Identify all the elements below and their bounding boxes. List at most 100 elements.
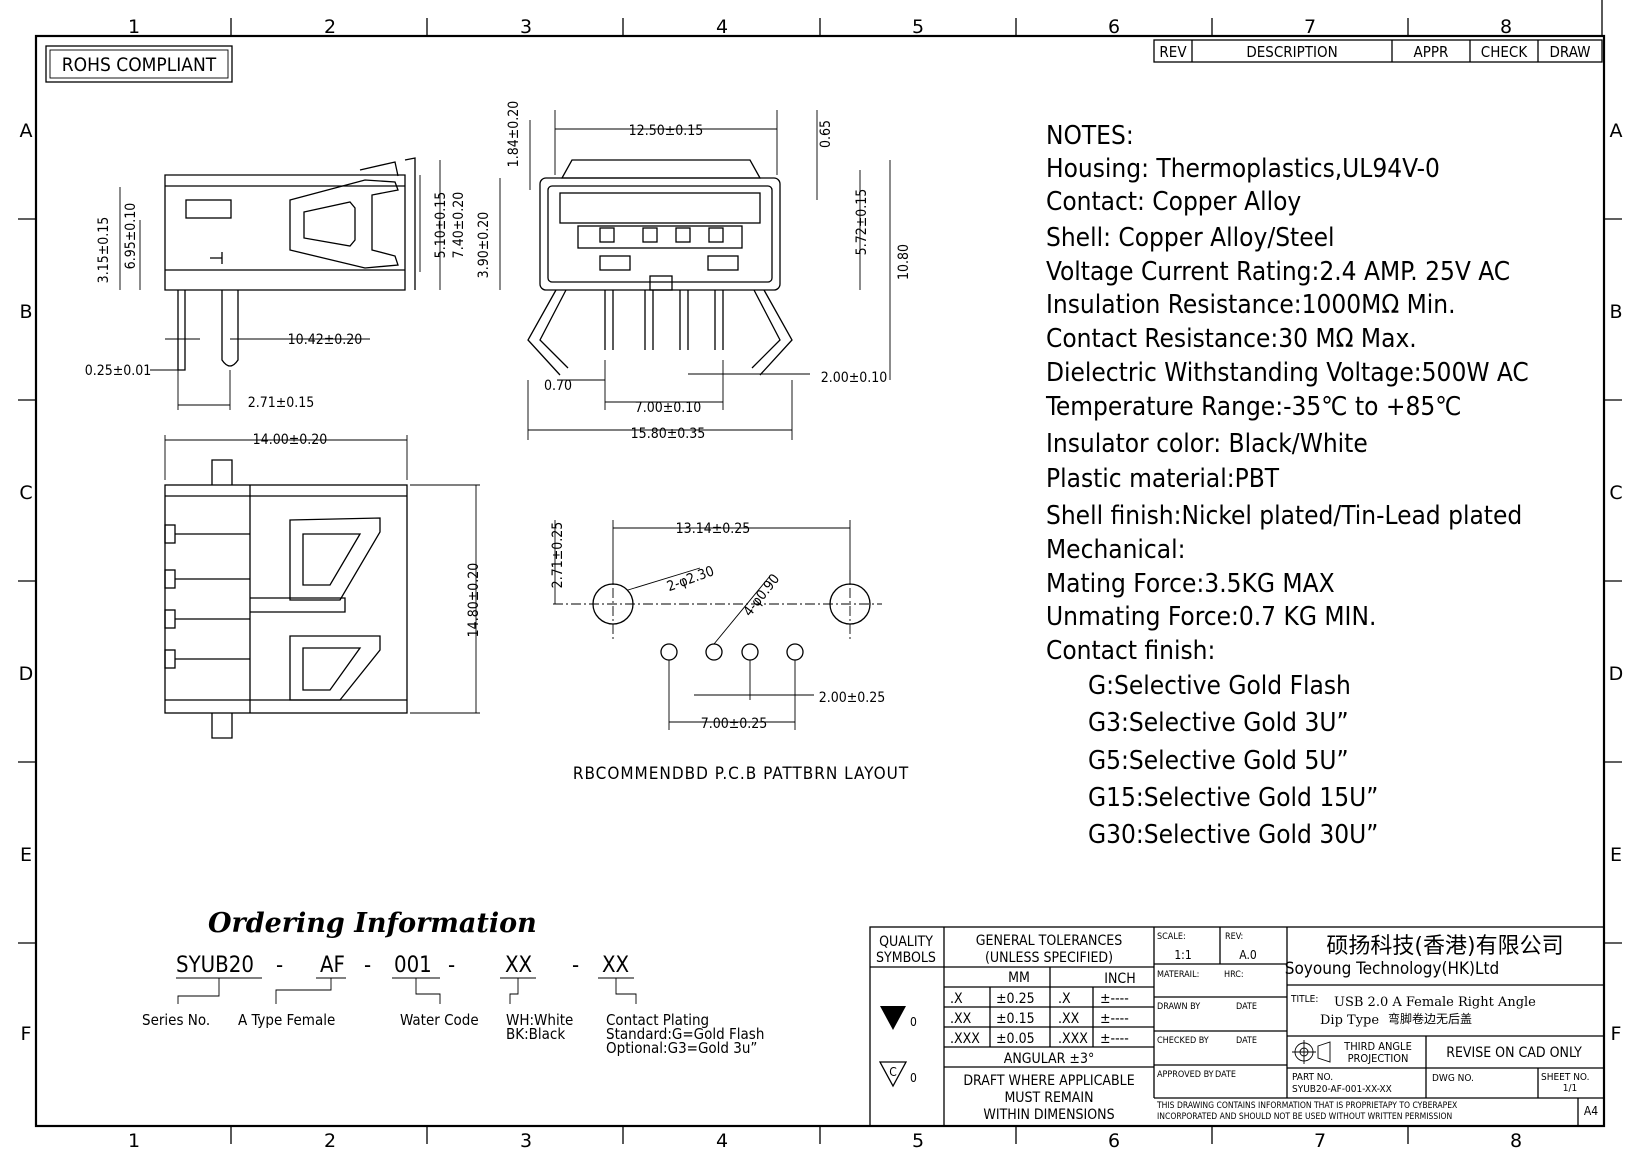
scale-value: 1:1 xyxy=(1174,948,1191,962)
revision-table: REV DESCRIPTION APPR CHECK DRAW xyxy=(1153,39,1603,63)
projection-label: PROJECTION xyxy=(1348,1052,1409,1065)
row-label: A xyxy=(1610,120,1623,142)
row-label: F xyxy=(1611,1023,1622,1045)
tolerances-title: GENERAL TOLERANCES xyxy=(976,933,1122,949)
dim-label: 7.40±0.20 xyxy=(451,192,467,259)
row-label: C xyxy=(1609,482,1622,504)
dim-label: 2-φ2.30 xyxy=(665,563,716,595)
sheet-size: A4 xyxy=(1584,1104,1598,1118)
col-label: 8 xyxy=(1510,1130,1522,1152)
water-code-label: Water Code xyxy=(400,1011,479,1029)
tol-cell: ±0.15 xyxy=(996,1011,1035,1027)
appr-header: APPR xyxy=(1414,43,1449,61)
note-line: Unmating Force:0.7 KG MIN. xyxy=(1046,602,1376,632)
dim-label: 4-φ0.90 xyxy=(740,571,783,619)
tol-cell: ±---- xyxy=(1100,991,1129,1007)
note-line: Mating Force:3.5KG MAX xyxy=(1046,569,1335,599)
note-line: Dielectric Withstanding Voltage:500W AC xyxy=(1046,358,1529,388)
col-label: 3 xyxy=(520,16,532,38)
finish-line: G5:Selective Gold 5U” xyxy=(1088,746,1349,776)
note-line: Shell finish:Nickel plated/Tin-Lead plat… xyxy=(1046,501,1522,531)
dim-label: 3.90±0.20 xyxy=(476,212,492,279)
color-label: BK:Black xyxy=(506,1025,565,1043)
rev-label: REV: xyxy=(1225,932,1243,942)
col-label: 3 xyxy=(520,1130,532,1152)
part-no-label: PART NO. xyxy=(1292,1072,1333,1083)
dim-label: 7.00±0.25 xyxy=(701,716,768,732)
row-label: F xyxy=(21,1023,32,1045)
third-angle-projection-icon xyxy=(1292,1040,1331,1064)
note-line: Voltage Current Rating:2.4 AMP. 25V AC xyxy=(1046,257,1510,287)
date-label: DATE xyxy=(1236,1036,1257,1046)
row-label: B xyxy=(19,301,32,323)
col-label: 7 xyxy=(1304,16,1316,38)
col-label: 7 xyxy=(1314,1130,1326,1152)
dwg-no-label: DWG NO. xyxy=(1432,1073,1474,1084)
dim-label: 14.80±0.20 xyxy=(466,563,482,638)
tol-cell: ±0.05 xyxy=(996,1031,1035,1047)
front-view: 12.50±0.15 1.84±0.20 0.65 3.90±0.20 5.72… xyxy=(476,101,912,442)
pcb-layout: 13.14±0.25 2.71±0.25 2-φ2.30 4-φ0.90 2.0… xyxy=(550,520,909,784)
col-label: 1 xyxy=(128,1130,140,1152)
draft-note: WITHIN DIMENSIONS xyxy=(983,1107,1114,1123)
sheet-no: 1/1 xyxy=(1563,1083,1577,1094)
dim-label: 5.10±0.15 xyxy=(433,192,449,259)
plating-label: Optional:G3=Gold 3u” xyxy=(606,1039,757,1057)
plating-label: Contact Plating xyxy=(606,1011,709,1029)
pcb-layout-title: RBCOMMENDBD P.C.B PATTBRN LAYOUT xyxy=(573,764,909,784)
sheet-frame xyxy=(18,0,1622,1144)
note-line: Temperature Range:-35℃ to +85℃ xyxy=(1045,392,1462,422)
dim-label: 1.84±0.20 xyxy=(506,101,522,168)
code-separator: - xyxy=(448,953,455,978)
drawing-title-cn: 弯脚卷边无后盖 xyxy=(1388,1011,1472,1026)
quality-symbol-value: 0 xyxy=(910,1071,917,1085)
col-label: 8 xyxy=(1500,16,1512,38)
tol-cell: ±0.25 xyxy=(996,991,1035,1007)
proprietary-note: THIS DRAWING CONTAINS INFORMATION THAT I… xyxy=(1156,1101,1457,1111)
tol-cell: ±---- xyxy=(1100,1011,1129,1027)
col-label: 5 xyxy=(912,16,924,38)
code-separator: - xyxy=(276,953,283,978)
check-header: CHECK xyxy=(1481,43,1529,61)
finish-line: G:Selective Gold Flash xyxy=(1088,671,1351,701)
finish-line: G15:Selective Gold 15U” xyxy=(1088,783,1378,813)
dim-label: 13.14±0.25 xyxy=(676,521,751,537)
top-view: 14.00±0.20 14.80±0.20 xyxy=(164,432,482,739)
hrc-label: HRC: xyxy=(1224,970,1244,980)
outline-triangle-icon xyxy=(878,1061,908,1088)
dim-label: 2.00±0.25 xyxy=(819,690,886,706)
dim-label: 3.15±0.15 xyxy=(96,217,112,284)
dim-label: 2.71±0.25 xyxy=(550,522,566,589)
filled-triangle-icon xyxy=(880,1006,906,1030)
code-part: XX xyxy=(505,953,532,978)
col-label: 5 xyxy=(912,1130,924,1152)
rev-header: REV xyxy=(1159,43,1187,61)
row-label: E xyxy=(20,844,32,866)
note-line: Insulation Resistance:1000MΩ Min. xyxy=(1046,290,1456,320)
material-label: MATERAIL: xyxy=(1157,970,1199,980)
checked-by-label: CHECKED BY xyxy=(1157,1036,1209,1046)
quality-label: SYMBOLS xyxy=(876,950,936,966)
tol-cell: ±---- xyxy=(1100,1031,1129,1047)
row-label: D xyxy=(19,663,34,685)
mm-header: MM xyxy=(1008,970,1030,986)
col-label: 1 xyxy=(128,16,140,38)
note-line: Contact finish: xyxy=(1046,636,1215,666)
side-view: 3.15±0.15 6.95±0.10 10.42±0.20 0.25±0.01… xyxy=(85,157,467,411)
dim-label: 2.71±0.15 xyxy=(248,395,315,411)
projection-label: THIRD ANGLE xyxy=(1343,1040,1412,1053)
note-line: Plastic material:PBT xyxy=(1046,464,1280,494)
rohs-text: ROHS COMPLIANT xyxy=(62,54,217,76)
type-label: A Type Female xyxy=(238,1011,335,1029)
dim-label: 0.70 xyxy=(544,378,572,394)
note-line: NOTES: xyxy=(1046,121,1134,151)
dim-label: 5.72±0.15 xyxy=(854,189,870,256)
quality-symbol-value: 0 xyxy=(910,1015,917,1029)
title-label: TITLE: xyxy=(1290,994,1318,1005)
description-header: DESCRIPTION xyxy=(1246,43,1337,61)
drawing-title: Dip Type xyxy=(1320,1013,1379,1028)
quality-label: QUALITY xyxy=(879,934,933,950)
ordering-information: Ordering Information SYUB20 - AF - 001 -… xyxy=(142,908,764,1057)
sheet-no-label: SHEET NO. xyxy=(1541,1072,1589,1083)
